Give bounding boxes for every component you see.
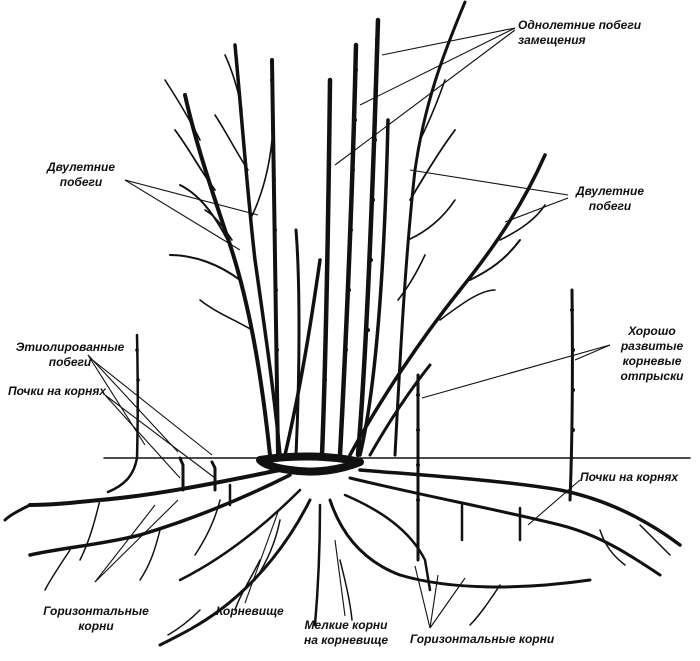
label-suckers: Хорошо развитые корневые отпрыски xyxy=(620,324,684,383)
label-biennial-left: Двулетние побеги xyxy=(46,160,116,189)
biennial-shoots-left xyxy=(164,43,322,457)
annual-shoots xyxy=(270,17,390,458)
biennial-shoots-right xyxy=(348,0,547,457)
leader-lines xyxy=(87,27,611,629)
root-suckers xyxy=(416,288,575,562)
label-annual-shoots: Однолетние побеги замещения xyxy=(518,18,642,47)
label-fine-roots: Мелкие корни на корневище xyxy=(303,618,389,647)
label-root-buds-left: Почки на корнях xyxy=(8,384,107,398)
label-horizontal-roots-left: Горизонтальные корни xyxy=(43,604,149,633)
label-root-buds-right: Почки на корнях xyxy=(580,470,679,484)
root-system xyxy=(3,452,682,647)
label-horizontal-roots-bottom: Горизонтальные корни xyxy=(410,632,555,646)
label-rhizome: Корневище xyxy=(216,604,284,618)
shoot-thorns xyxy=(270,38,379,382)
label-etiolated: Этиолированные побеги xyxy=(15,340,125,369)
label-biennial-right: Двулетние побеги xyxy=(575,184,645,213)
